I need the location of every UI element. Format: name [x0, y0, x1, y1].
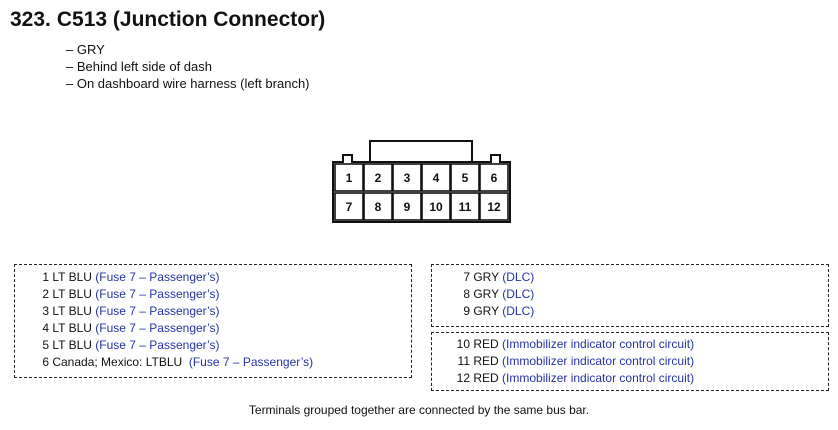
wire-color: LT BLU — [52, 287, 92, 301]
circuit-description: (Fuse 7 – Passenger’s) — [95, 321, 220, 335]
terminal-label-10: 10 — [429, 200, 443, 214]
circuit-description: (Fuse 7 – Passenger’s) — [95, 287, 220, 301]
section-number: 323. — [10, 8, 51, 31]
terminal-label-12: 12 — [487, 200, 501, 214]
terminal-label-8: 8 — [375, 200, 382, 214]
terminal-row: 8 GRY (DLC) — [463, 287, 535, 301]
circuit-description: (Fuse 7 – Passenger’s) — [188, 355, 314, 369]
terminal-cavities — [334, 163, 509, 221]
wire-color: LT BLU — [52, 270, 92, 284]
terminal-label-3: 3 — [404, 171, 411, 185]
connector-notes: – GRY – Behind left side of dash – On da… — [66, 41, 310, 92]
connector-housing — [332, 154, 511, 223]
terminal-row: 4 LT BLU (Fuse 7 – Passenger’s) — [42, 321, 220, 335]
terminal-row: 3 LT BLU (Fuse 7 – Passenger’s) — [42, 304, 220, 318]
terminal-label-4: 4 — [433, 171, 440, 185]
page-title: 323.C513 (Junction Connector) — [10, 8, 325, 32]
connector-title: C513 (Junction Connector) — [56, 8, 326, 31]
connector-diagram: 1 2 3 4 5 6 7 8 9 10 11 12 — [332, 140, 511, 223]
bus-bar-group-fuse7: 1 LT BLU (Fuse 7 – Passenger’s) 2 LT BLU… — [14, 264, 412, 378]
footnote: Terminals grouped together are connected… — [248, 403, 590, 417]
wire-color: RED — [473, 337, 499, 351]
wire-color: Canada; Mexico: LTBLU — [52, 355, 186, 369]
circuit-description: (Immobilizer indicator control circuit) — [502, 337, 695, 351]
circuit-description: (DLC) — [502, 287, 535, 301]
terminal-label-9: 9 — [404, 200, 411, 214]
bus-bar-group-dlc: 7 GRY (DLC) 8 GRY (DLC) 9 GRY (DLC) — [431, 264, 829, 327]
circuit-description: (Immobilizer indicator control circuit) — [502, 371, 695, 385]
connector-lock-tab — [369, 140, 473, 163]
wire-color: LT BLU — [52, 321, 92, 335]
note-location: – Behind left side of dash — [66, 59, 212, 74]
terminal-label-7: 7 — [346, 200, 353, 214]
terminal-row: 10 RED (Immobilizer indicator control ci… — [456, 337, 695, 351]
terminal-label-1: 1 — [346, 171, 353, 185]
note-color: – GRY — [66, 42, 105, 57]
terminal-row: 12 RED (Immobilizer indicator control ci… — [456, 371, 695, 385]
circuit-description: (DLC) — [502, 304, 535, 318]
circuit-description: (DLC) — [502, 270, 535, 284]
wire-color: LT BLU — [52, 304, 92, 318]
wire-color: RED — [473, 354, 499, 368]
wire-color: GRY — [473, 270, 499, 284]
note-harness: – On dashboard wire harness (left branch… — [66, 76, 310, 91]
terminal-row: 11 RED (Immobilizer indicator control ci… — [457, 354, 695, 368]
circuit-description: (Fuse 7 – Passenger’s) — [95, 304, 220, 318]
wire-color: GRY — [473, 287, 499, 301]
wire-color: RED — [473, 371, 499, 385]
wire-color: GRY — [473, 304, 499, 318]
terminal-row: 2 LT BLU (Fuse 7 – Passenger’s) — [42, 287, 220, 301]
terminal-label-6: 6 — [491, 171, 498, 185]
terminal-label-11: 11 — [459, 200, 472, 214]
circuit-description: (Immobilizer indicator control circuit) — [502, 354, 695, 368]
circuit-description: (Fuse 7 – Passenger’s) — [95, 338, 220, 352]
terminal-row: 9 GRY (DLC) — [463, 304, 535, 318]
terminal-label-5: 5 — [462, 171, 469, 185]
terminal-row: 6 Canada; Mexico: LTBLU (Fuse 7 – Passen… — [42, 355, 314, 369]
terminal-row: 1 LT BLU (Fuse 7 – Passenger’s) — [42, 270, 220, 284]
terminal-row: 5 LT BLU (Fuse 7 – Passenger’s) — [42, 338, 220, 352]
circuit-description: (Fuse 7 – Passenger’s) — [95, 270, 220, 284]
terminal-label-2: 2 — [375, 171, 382, 185]
bus-bar-group-immobilizer: 10 RED (Immobilizer indicator control ci… — [431, 332, 829, 391]
terminal-row: 7 GRY (DLC) — [463, 270, 535, 284]
wire-color: LT BLU — [52, 338, 92, 352]
